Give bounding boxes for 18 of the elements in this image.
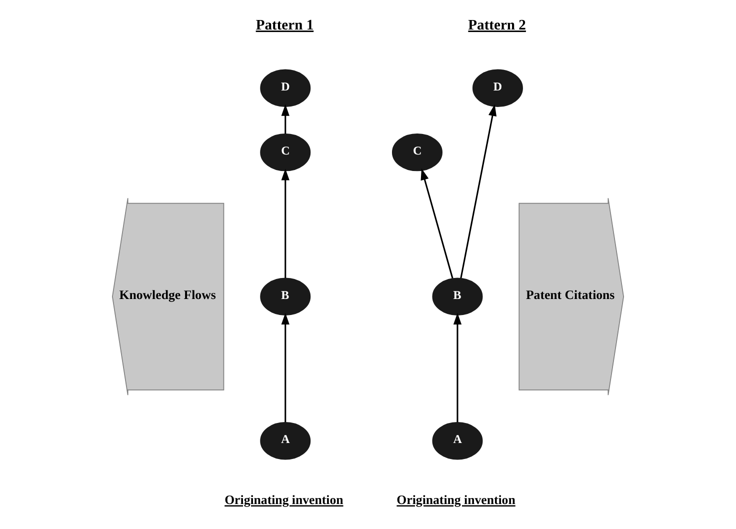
arrow — [281, 312, 290, 422]
arrow — [460, 104, 497, 278]
label: Pattern 2 — [468, 18, 526, 34]
arrow — [281, 168, 290, 278]
arrow — [281, 104, 290, 134]
node-label: Originating invention — [396, 493, 516, 508]
node-label: Originating invention — [224, 493, 344, 508]
node-ellipse: C — [392, 134, 442, 172]
node-ellipse: C — [260, 134, 311, 172]
arrow — [453, 312, 462, 422]
arrow — [420, 168, 454, 278]
node-ellipse: D — [260, 69, 311, 107]
node-ellipse: A — [260, 422, 311, 460]
node-ellipse: B — [260, 278, 311, 316]
node-ellipse: D — [472, 69, 523, 107]
node-ellipse: A — [432, 422, 483, 460]
label: Pattern 1 — [256, 18, 314, 34]
node-ellipse: B — [432, 278, 483, 316]
